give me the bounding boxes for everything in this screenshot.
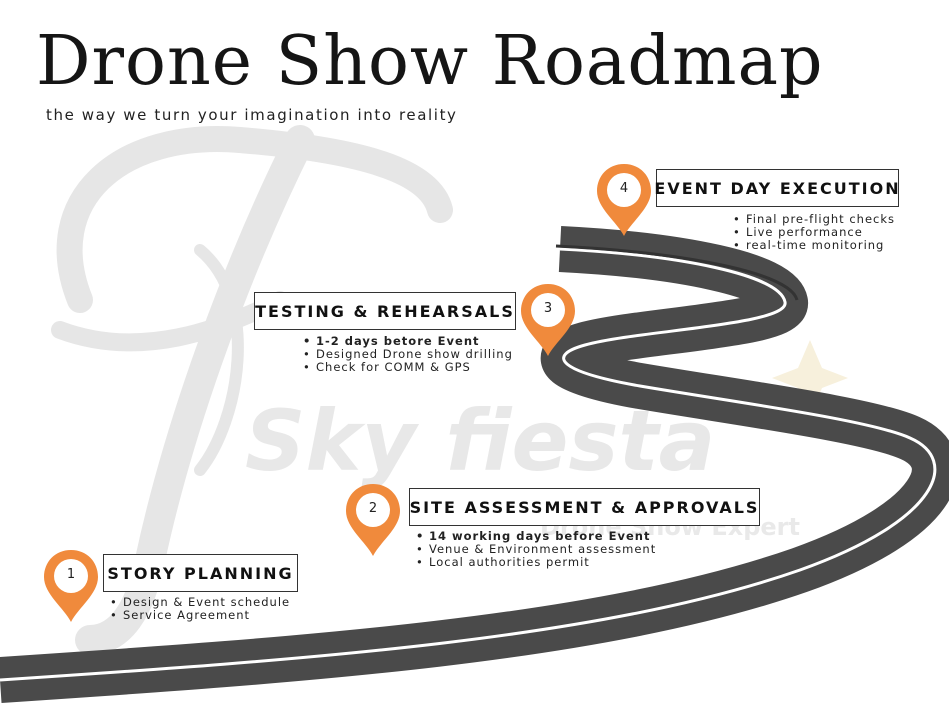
stage-2-bullet: Local authorities permit xyxy=(416,556,656,569)
stage-2-bullet: Venue & Environment assessment xyxy=(416,543,656,556)
stage-4-number: 4 xyxy=(619,180,629,196)
stage-3-bullet: Check for COMM & GPS xyxy=(303,361,513,374)
page-title: Drone Show Roadmap xyxy=(36,22,824,101)
stage-2-number: 2 xyxy=(368,500,378,516)
stage-3-title: TESTING & REHEARSALS xyxy=(254,292,516,330)
stage-4-bullets: Final pre-flight checks Live performance… xyxy=(733,213,895,252)
stage-1-pin-icon: 1 xyxy=(42,548,100,624)
stage-1-title: STORY PLANNING xyxy=(103,554,298,592)
stage-1-bullet: Service Agreement xyxy=(110,609,290,622)
stage-4-bullet: Live performance xyxy=(733,226,895,239)
stage-3-pin-icon: 3 xyxy=(519,282,577,358)
stage-1-bullets: Design & Event schedule Service Agreemen… xyxy=(110,596,290,622)
stage-3-bullet: Designed Drone show drilling xyxy=(303,348,513,361)
stage-2-title: SITE ASSESSMENT & APPROVALS xyxy=(409,488,760,526)
stage-2-pin-icon: 2 xyxy=(344,482,402,558)
stage-2-bullet: 14 working days before Event xyxy=(416,530,656,543)
stage-4-pin-icon: 4 xyxy=(595,162,653,238)
stage-3-number: 3 xyxy=(543,300,553,316)
stage-4-title: EVENT DAY EXECUTION xyxy=(654,169,899,207)
stage-1-bullet: Design & Event schedule xyxy=(110,596,290,609)
watermark-star-icon xyxy=(772,340,848,416)
page-subtitle: the way we turn your imagination into re… xyxy=(46,106,458,124)
stage-1-number: 1 xyxy=(66,566,76,582)
stage-3-bullet: 1-2 days betore Event xyxy=(303,335,513,348)
stage-2-bullets: 14 working days before Event Venue & Env… xyxy=(416,530,656,569)
road-center-line xyxy=(0,247,937,682)
stage-3-bullets: 1-2 days betore Event Designed Drone sho… xyxy=(303,335,513,374)
stage-4-bullet: real-time monitoring xyxy=(733,239,895,252)
stage-4-bullet: Final pre-flight checks xyxy=(733,213,895,226)
road-edge-far xyxy=(555,244,799,301)
